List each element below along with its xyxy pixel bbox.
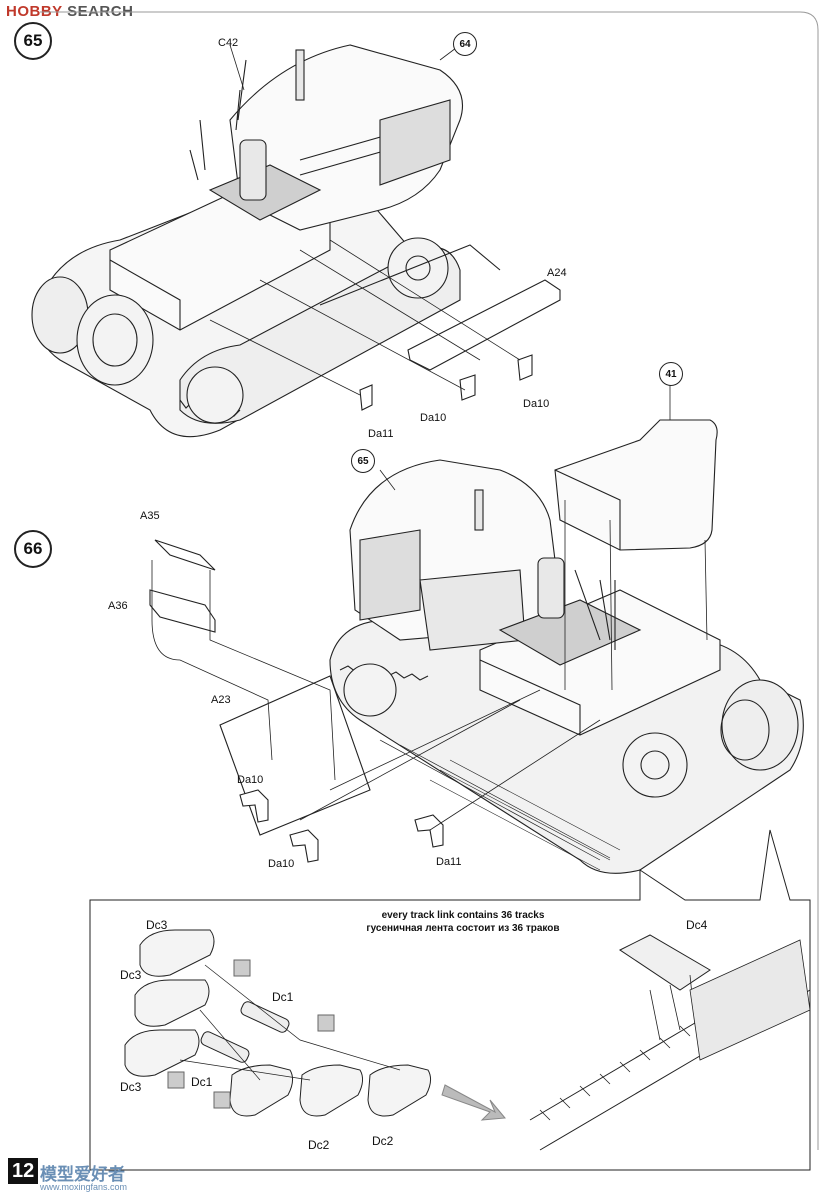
moxingfans-watermark: 模型爱好者 — [40, 1165, 125, 1184]
part-label-da11: Da11 — [368, 428, 394, 440]
part-label-a23: A23 — [211, 694, 231, 706]
step-number-badge: 66 — [14, 530, 52, 568]
part-label-dc1: Dc1 — [191, 1075, 213, 1089]
moxingfans-url: www.moxingfans.com — [40, 1182, 128, 1192]
part-label-dc2: Dc2 — [308, 1138, 330, 1152]
part-label-dc3: Dc3 — [146, 918, 168, 932]
part-label-c42: C42 — [218, 37, 239, 49]
step-reference-badge: 65 — [351, 449, 375, 473]
step-reference-badge: 64 — [453, 32, 477, 56]
part-label-dc1: Dc1 — [272, 990, 294, 1004]
part-label-a35: A35 — [140, 510, 160, 522]
step65-tractor — [31, 44, 561, 438]
part-label-a24: A24 — [547, 267, 567, 279]
part-label-da10: Da10 — [523, 398, 550, 410]
step66-tractor — [149, 380, 804, 874]
part-label-da10: Da10 — [268, 858, 295, 870]
step-reference-badge: 41 — [659, 362, 683, 386]
part-label-da11: Da11 — [436, 856, 462, 868]
step-number-badge: 65 — [14, 22, 52, 60]
track-note-english: every track link contains 36 tracks — [381, 910, 545, 921]
part-label-a36: A36 — [108, 600, 128, 612]
part-label-da10: Da10 — [237, 774, 264, 786]
track-detail-box — [89, 829, 811, 1171]
part-label-dc2: Dc2 — [372, 1134, 394, 1148]
part-label-dc3: Dc3 — [120, 1080, 142, 1094]
page-number: 12 — [8, 1158, 39, 1184]
part-label-da10: Da10 — [420, 412, 447, 424]
track-note-russian: гусеничная лента состоит из 36 траков — [366, 923, 560, 934]
part-label-dc4: Dc4 — [686, 918, 708, 932]
part-label-dc3: Dc3 — [120, 968, 142, 982]
